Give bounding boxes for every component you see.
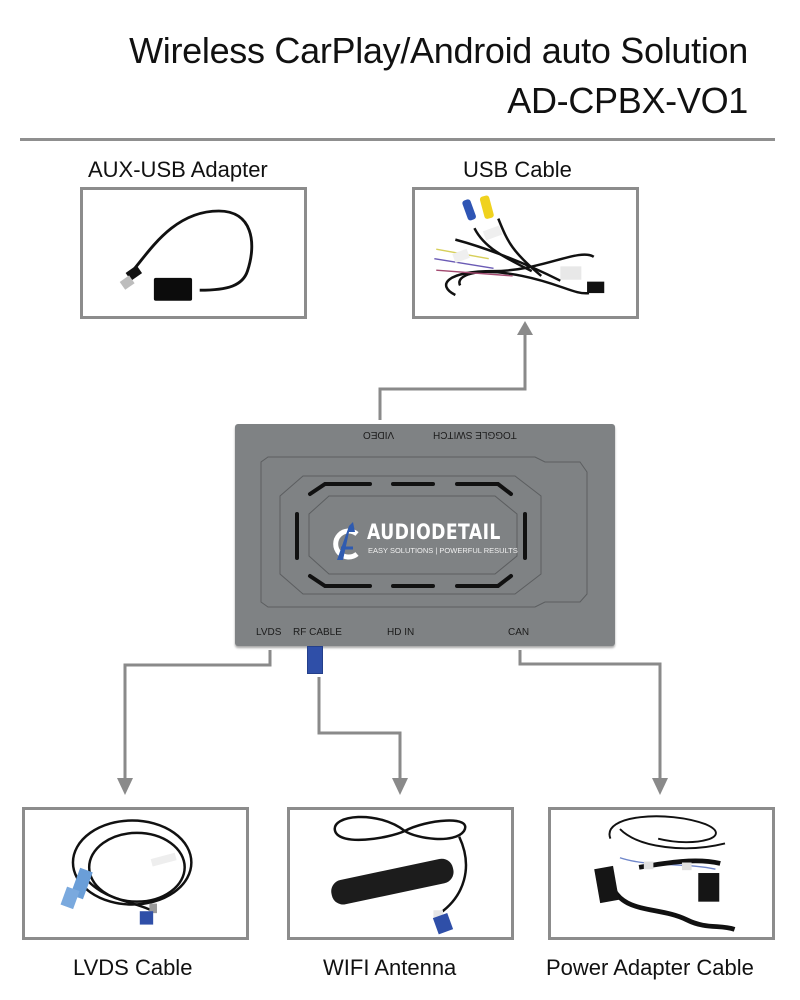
port-label-toggle-switch: TOGGLE SWITCH	[433, 429, 517, 440]
port-label-can: CAN	[508, 627, 530, 638]
port-label-hd-in: HD IN	[387, 627, 415, 638]
power-harness-photo-icon	[594, 815, 736, 932]
usb-cable-harness-photo-icon	[434, 195, 605, 297]
lvds-cable-label: LVDS Cable	[73, 955, 193, 980]
aux-usb-adapter-box	[80, 187, 307, 319]
carplay-interface-module: VIDEO TOGGLE SWITCH AUDIODETAIL EASY SOL…	[235, 424, 615, 646]
page-title: Wireless CarPlay/Android auto Solution	[129, 30, 748, 71]
aux-usb-adapter-label: AUX-USB Adapter	[88, 157, 268, 182]
lvds-cable-box	[22, 807, 249, 940]
aux-usb-adapter-photo-icon	[119, 209, 254, 301]
lvds-cable-photo-icon	[60, 819, 193, 925]
device-casing-icon	[260, 456, 588, 608]
usb-cable-label: USB Cable	[463, 157, 572, 182]
port-label-video: VIDEO	[363, 429, 395, 440]
arrow-down-icon	[652, 778, 668, 795]
arrow-down-icon	[392, 778, 408, 795]
lvds-to-lvds-cable-connector	[123, 650, 272, 780]
can-to-power-connector	[518, 650, 662, 780]
arrow-up-icon	[517, 321, 533, 335]
wifi-antenna-box	[287, 807, 514, 940]
wifi-antenna-label: WIFI Antenna	[323, 955, 457, 980]
arrow-down-icon	[117, 778, 133, 795]
model-number: AD-CPBX-VO1	[507, 80, 748, 121]
power-adapter-cable-box	[548, 807, 775, 940]
rf-connector-plug	[307, 646, 323, 674]
header-divider	[20, 138, 775, 141]
usb-cable-box	[412, 187, 639, 319]
brand-name: AUDIODETAIL	[367, 520, 501, 544]
brand-tagline: EASY SOLUTIONS | POWERFUL RESULTS	[368, 546, 518, 555]
video-to-usb-connector	[378, 335, 527, 420]
port-label-lvds: LVDS	[256, 627, 282, 638]
power-adapter-cable-label: Power Adapter Cable	[546, 955, 754, 980]
rf-to-wifi-connector	[317, 677, 402, 780]
audiodetail-logo-icon	[333, 522, 359, 560]
port-label-rf-cable: RF CABLE	[293, 627, 342, 638]
brand-logo-block: AUDIODETAIL EASY SOLUTIONS | POWERFUL RE…	[329, 520, 539, 560]
wifi-antenna-photo-icon	[331, 815, 468, 935]
